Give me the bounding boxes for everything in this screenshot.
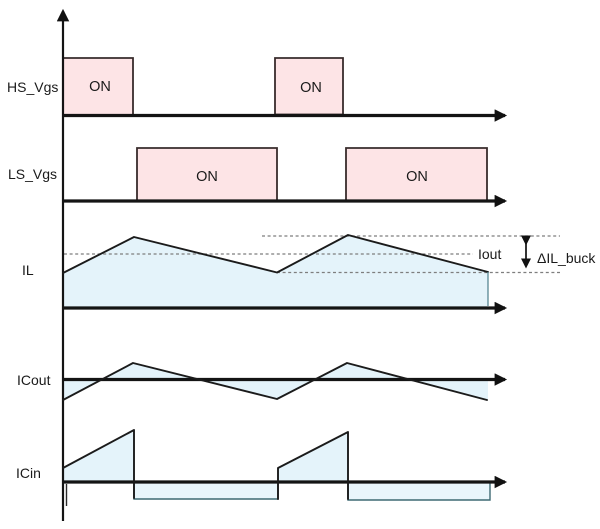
icout-waveform-line — [62, 362, 488, 401]
icin-fill-ramp1 — [63, 430, 134, 482]
il-fill-area — [63, 235, 488, 308]
il-waveform-fill — [63, 235, 488, 308]
icout-label: ICout — [17, 372, 51, 388]
icin-waveform-fills — [63, 430, 491, 501]
ls-on-label-1: ON — [196, 169, 218, 185]
ls-on-label-2: ON — [406, 169, 428, 185]
hs-on-label-2: ON — [300, 80, 322, 96]
iout-label: Iout — [478, 246, 501, 262]
il-waveform-line — [62, 234, 489, 274]
hs-on-label-1: ON — [89, 79, 111, 95]
delta-il-buck-label: ΔIL_buck — [537, 250, 596, 266]
hs-vgs-label: HS_Vgs — [7, 79, 58, 95]
icout-fill-pos2 — [315, 363, 409, 380]
axes — [56, 8, 508, 521]
il-reference-lines — [64, 235, 560, 274]
icin-fill-negative2 — [347, 481, 491, 501]
icin-fill-negative1 — [133, 481, 279, 500]
icin-waveform-line-1 — [62, 429, 135, 499]
icin-fill-ramp2 — [278, 432, 348, 482]
ls-vgs-label: LS_Vgs — [8, 166, 57, 182]
icout-waveform-fills — [63, 363, 488, 400]
il-label: IL — [22, 262, 34, 278]
icin-label: ICin — [16, 465, 41, 481]
icin-waveform-line-2 — [277, 431, 349, 500]
